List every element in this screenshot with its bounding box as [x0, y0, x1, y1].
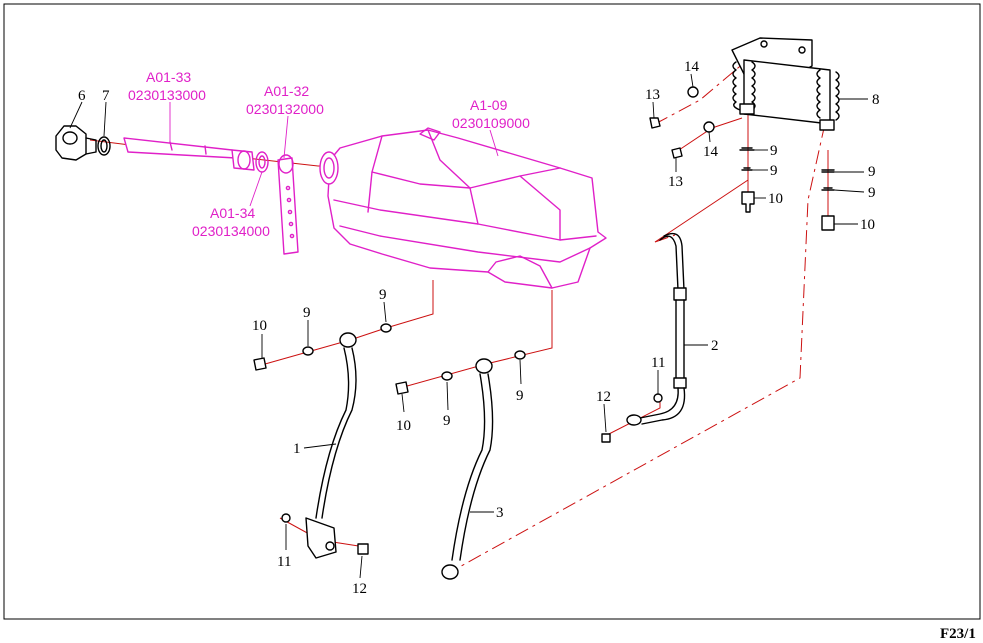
o-ring [97, 136, 111, 156]
callout-1: 1 [293, 441, 301, 457]
callout-8: 8 [872, 92, 880, 108]
oil-tank [319, 127, 607, 289]
filter-bracket [277, 154, 299, 255]
callout-9-middle-1: 9 [443, 413, 451, 429]
callout-9-cooler-2: 9 [770, 163, 778, 179]
fasteners [253, 86, 835, 555]
code-a01-33: 0230133000 [128, 87, 206, 103]
filter-seal-ring [255, 151, 269, 173]
leader-lines [69, 73, 868, 579]
callout-2: 2 [711, 338, 719, 354]
hose-3 [441, 358, 494, 580]
callout-7: 7 [102, 88, 110, 104]
part-reference-labels: A01-33 0230133000 A01-32 0230132000 A01-… [128, 69, 530, 239]
diagram-frame [3, 3, 981, 620]
callout-10-left: 10 [252, 318, 267, 334]
callout-13-top: 13 [645, 87, 660, 103]
callout-9-cooler-4: 9 [868, 185, 876, 201]
callout-9-middle-2: 9 [516, 388, 524, 404]
callout-12-left: 12 [352, 581, 367, 597]
callout-10-middle: 10 [396, 418, 411, 434]
ref-a01-32: A01-32 [264, 83, 309, 99]
hose-2 [626, 232, 687, 426]
callout-10-cooler-1: 10 [768, 191, 783, 207]
oil-cooler [731, 37, 840, 131]
callout-11-left: 11 [277, 554, 291, 570]
callout-14-top: 14 [684, 59, 700, 75]
ref-a01-34: A01-34 [210, 205, 255, 221]
filter-element [123, 137, 255, 171]
callout-11-right: 11 [651, 355, 665, 371]
callout-9-left-1: 9 [303, 305, 311, 321]
filler-cap [55, 125, 97, 161]
callout-numbers: 6 7 8 14 13 14 13 9 9 10 9 9 10 2 11 12 … [78, 59, 880, 597]
ref-a1-09: A1-09 [470, 97, 508, 113]
sheet-id: F23/1 [940, 626, 976, 642]
callout-3: 3 [496, 505, 504, 521]
callout-14-mid: 14 [703, 144, 719, 160]
callout-12-right: 12 [596, 389, 611, 405]
callout-9-cooler-3: 9 [868, 164, 876, 180]
callout-6: 6 [78, 88, 86, 104]
callout-9-left-2: 9 [379, 287, 387, 303]
ref-a01-33: A01-33 [146, 69, 191, 85]
callout-9-cooler-1: 9 [770, 143, 778, 159]
hose-1 [305, 332, 357, 559]
code-a1-09: 0230109000 [452, 115, 530, 131]
code-a01-32: 0230132000 [246, 101, 324, 117]
code-a01-34: 0230134000 [192, 223, 270, 239]
callout-10-cooler-2: 10 [860, 217, 875, 233]
callout-13-mid: 13 [668, 174, 683, 190]
